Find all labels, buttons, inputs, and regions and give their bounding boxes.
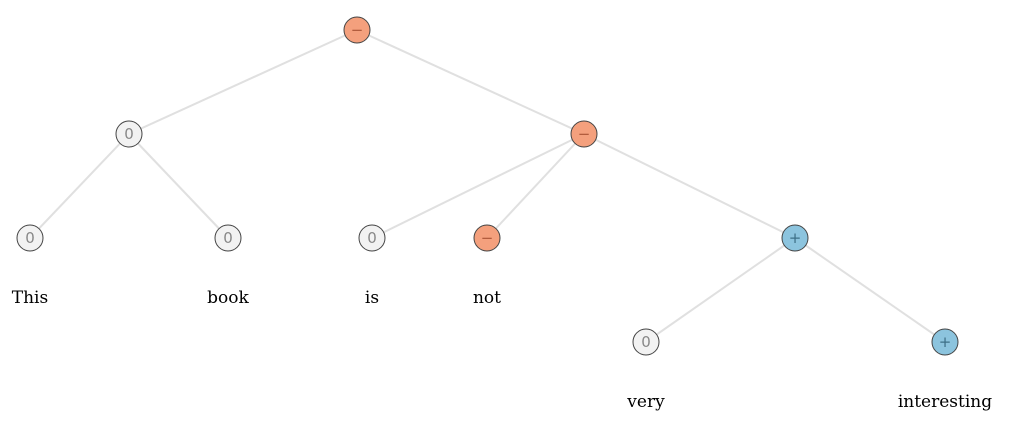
negative-sentiment-symbol: − [578, 125, 591, 143]
word-book: book [207, 288, 249, 308]
word-not: not [473, 288, 501, 308]
tree-edge-root-to-is-not-very-interesting [356, 29, 585, 135]
sentence-words: This book is not very interesting [12, 288, 992, 412]
tree-node-is: 0 [358, 224, 386, 252]
tree-node-very-interesting: + [781, 224, 809, 252]
word-very: very [626, 392, 665, 412]
tree-edge-this-book-to-book [128, 133, 229, 239]
neutral-sentiment-symbol: 0 [223, 229, 233, 247]
tree-edge-root-to-this-book [128, 29, 358, 135]
tree-node-very: 0 [632, 328, 660, 356]
tree-node-not: − [473, 224, 501, 252]
neutral-sentiment-circle [16, 224, 44, 252]
tree-node-this-book: 0 [115, 120, 143, 148]
tree-edge-very-interesting-to-interesting [794, 237, 946, 343]
tree-edge-is-not-very-interesting-to-not [486, 133, 585, 239]
negative-sentiment-circle [473, 224, 501, 252]
tree-node-this: 0 [16, 224, 44, 252]
neutral-sentiment-symbol: 0 [25, 229, 35, 247]
tree-edge-is-not-very-interesting-to-very-interesting [583, 133, 796, 239]
neutral-sentiment-symbol: 0 [124, 125, 134, 143]
tree-edge-very-interesting-to-very [645, 237, 796, 343]
tree-node-root: − [343, 16, 371, 44]
tree-edge-is-not-very-interesting-to-is [371, 133, 585, 239]
neutral-sentiment-circle [214, 224, 242, 252]
tree-node-interesting: + [931, 328, 959, 356]
positive-sentiment-circle [931, 328, 959, 356]
word-is: is [365, 288, 379, 308]
neutral-sentiment-circle [632, 328, 660, 356]
neutral-sentiment-circle [358, 224, 386, 252]
negative-sentiment-circle [570, 120, 598, 148]
neutral-sentiment-circle [115, 120, 143, 148]
positive-sentiment-symbol: + [939, 333, 952, 351]
negative-sentiment-circle [343, 16, 371, 44]
tree-edge-this-book-to-this [29, 133, 130, 239]
negative-sentiment-symbol: − [481, 229, 494, 247]
word-interesting: interesting [898, 392, 992, 412]
neutral-sentiment-symbol: 0 [367, 229, 377, 247]
positive-sentiment-symbol: + [789, 229, 802, 247]
tree-nodes: − 0 − 0 0 0 − +0 + [16, 16, 959, 356]
word-this: This [12, 288, 48, 308]
positive-sentiment-circle [781, 224, 809, 252]
negative-sentiment-symbol: − [351, 21, 364, 39]
tree-node-book: 0 [214, 224, 242, 252]
neutral-sentiment-symbol: 0 [641, 333, 651, 351]
tree-edges [29, 29, 946, 343]
tree-node-is-not-very-interesting: − [570, 120, 598, 148]
